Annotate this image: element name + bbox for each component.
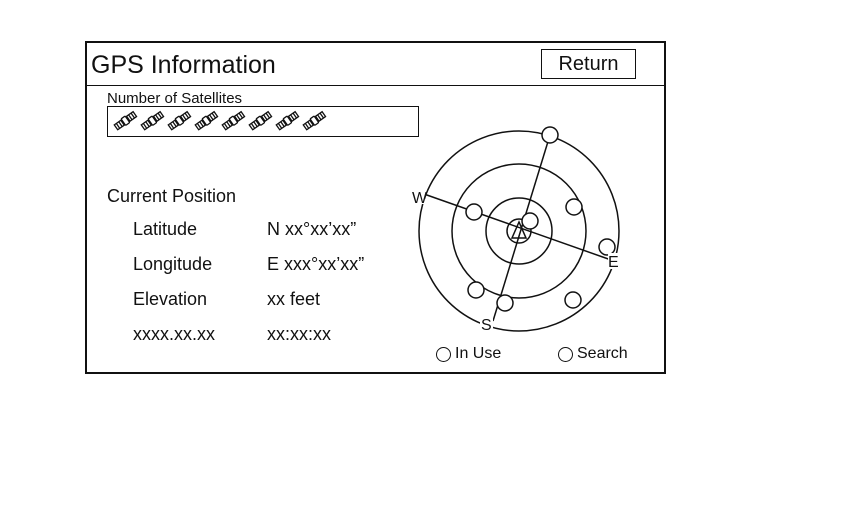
- satellite-icon: [167, 110, 192, 131]
- satellite-icon: [140, 110, 165, 131]
- satellite-icon: [275, 110, 300, 131]
- satellite-marker: [465, 203, 483, 221]
- sky-plot-ring-outer: [418, 130, 620, 332]
- satellite-sky-plot: W E S: [411, 126, 621, 334]
- in-use-circle-icon: [436, 346, 451, 362]
- sky-plot-axis-we: [423, 193, 615, 262]
- satellite-marker: [564, 291, 582, 309]
- east-label: E: [608, 254, 619, 271]
- satellite-icon-row: [112, 109, 328, 133]
- elevation-value: xx feet: [267, 289, 321, 309]
- satellite-marker: [521, 212, 539, 230]
- legend-search-label: Search: [577, 345, 628, 362]
- header-divider: [87, 85, 664, 86]
- satellite-icon: [221, 110, 246, 131]
- west-label: W: [412, 190, 428, 207]
- date-value: xxxx.xx.xx: [133, 324, 216, 344]
- satellite-icon: [302, 110, 327, 131]
- current-position-heading: Current Position: [107, 186, 237, 206]
- satellite-marker: [541, 126, 559, 144]
- return-button[interactable]: Return: [541, 49, 636, 79]
- sky-plot-ring-inner: [485, 197, 553, 265]
- time-value: xx:xx:xx: [267, 324, 332, 344]
- latitude-row: Latitude N xx°xx’xx”: [133, 219, 433, 243]
- legend-in-use: In Use: [436, 345, 501, 363]
- gps-information-screen: GPS Information Return Number of Satelli…: [85, 41, 666, 374]
- latitude-label: Latitude: [133, 219, 198, 239]
- latitude-value: N xx°xx’xx”: [267, 219, 357, 239]
- satellite-icon: [194, 110, 219, 131]
- elevation-row: Elevation xx feet: [133, 289, 433, 313]
- satellite-marker: [467, 281, 485, 299]
- longitude-label: Longitude: [133, 254, 213, 274]
- satellite-count-label: Number of Satellites: [107, 90, 243, 107]
- south-label: S: [481, 317, 492, 334]
- sky-plot-ring-middle: [451, 163, 587, 299]
- legend-in-use-label: In Use: [455, 345, 502, 362]
- elevation-label: Elevation: [133, 289, 208, 309]
- satellite-count-box: [107, 106, 419, 137]
- satellite-icon: [113, 110, 138, 131]
- longitude-row: Longitude E xxx°xx’xx”: [133, 254, 433, 278]
- vehicle-position-icon: [510, 220, 528, 239]
- search-circle-icon: [558, 346, 573, 362]
- satellite-marker: [598, 238, 616, 256]
- satellite-icon: [248, 110, 273, 131]
- longitude-value: E xxx°xx’xx”: [267, 254, 365, 274]
- satellite-marker: [496, 294, 514, 312]
- date-time-row: xxxx.xx.xx xx:xx:xx: [133, 324, 433, 348]
- satellite-marker: [565, 198, 583, 216]
- legend-search: Search: [558, 345, 628, 363]
- page-title: GPS Information: [91, 51, 276, 79]
